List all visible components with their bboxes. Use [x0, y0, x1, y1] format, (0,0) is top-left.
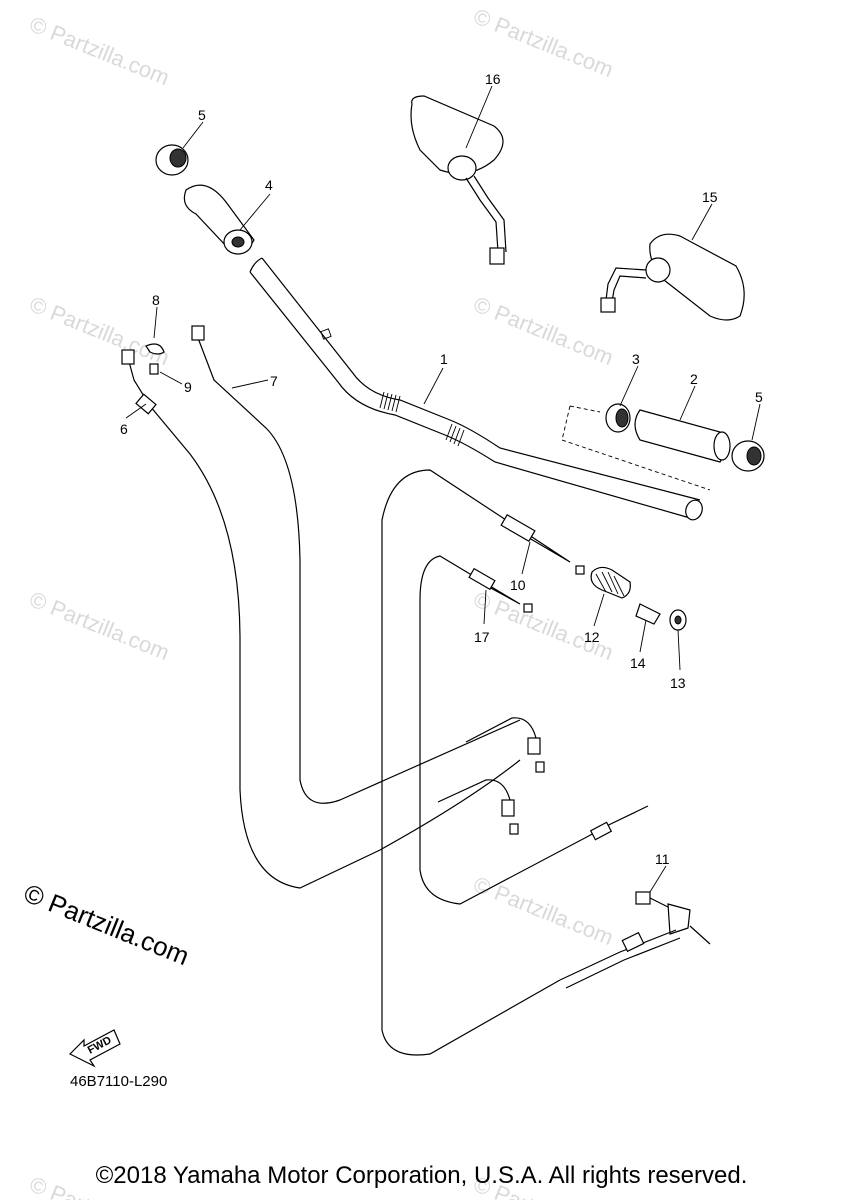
clutch-cable-left [121, 343, 521, 889]
copyright-notice: ©2018 Yamaha Motor Corporation, U.S.A. A… [95, 1162, 748, 1189]
callout-4: 4 [265, 177, 273, 193]
throttle-cable-7 [191, 325, 521, 804]
callout-13: 13 [670, 675, 686, 691]
callout-10: 10 [510, 577, 526, 593]
right-grip-assembly [561, 403, 765, 491]
callout-8: 8 [152, 292, 160, 308]
left-grip [183, 184, 255, 255]
leader-lines [125, 85, 761, 893]
watermark-text: © Partzilla.com [26, 586, 173, 665]
throttle-cables-inner [381, 469, 601, 1056]
watermark-text: © Partzilla.com [470, 871, 617, 950]
callout-5-top: 5 [198, 107, 206, 123]
callout-15: 15 [702, 189, 718, 205]
watermark-text: © Partzilla.com [470, 586, 617, 665]
partzilla-watermark: © Partzilla.com [20, 878, 194, 971]
mirror-right [600, 233, 745, 321]
callout-9: 9 [184, 379, 192, 395]
watermark-text: © Partzilla.com [26, 291, 173, 370]
callout-12: 12 [584, 629, 600, 645]
callout-1: 1 [440, 351, 448, 367]
callout-6: 6 [120, 421, 128, 437]
throttle-housing [590, 566, 687, 631]
cable-ends [437, 717, 649, 841]
callout-labels: 1 2 3 4 5 5 6 7 8 9 10 11 12 13 14 15 16… [120, 71, 763, 867]
watermark-text: © Partzilla.com [470, 291, 617, 370]
diagram-code: 46B7110-L290 [70, 1073, 167, 1090]
watermark-text: © Partzilla.com [26, 11, 173, 90]
fwd-arrow-icon: FWD [68, 1029, 121, 1068]
cable-bracket [559, 891, 711, 989]
watermark-layer: © Partzilla.com © Partzilla.com © Partzi… [26, 3, 617, 1200]
callout-14: 14 [630, 655, 646, 671]
callout-16: 16 [485, 71, 501, 87]
mirror-left [410, 95, 507, 265]
callout-5-right: 5 [755, 389, 763, 405]
callout-11: 11 [655, 851, 670, 867]
callout-2: 2 [690, 371, 698, 387]
handlebar [249, 257, 703, 521]
callout-17: 17 [474, 629, 490, 645]
callout-7: 7 [270, 373, 278, 389]
grip-end-cap-left [155, 144, 189, 176]
callout-3: 3 [632, 351, 640, 367]
